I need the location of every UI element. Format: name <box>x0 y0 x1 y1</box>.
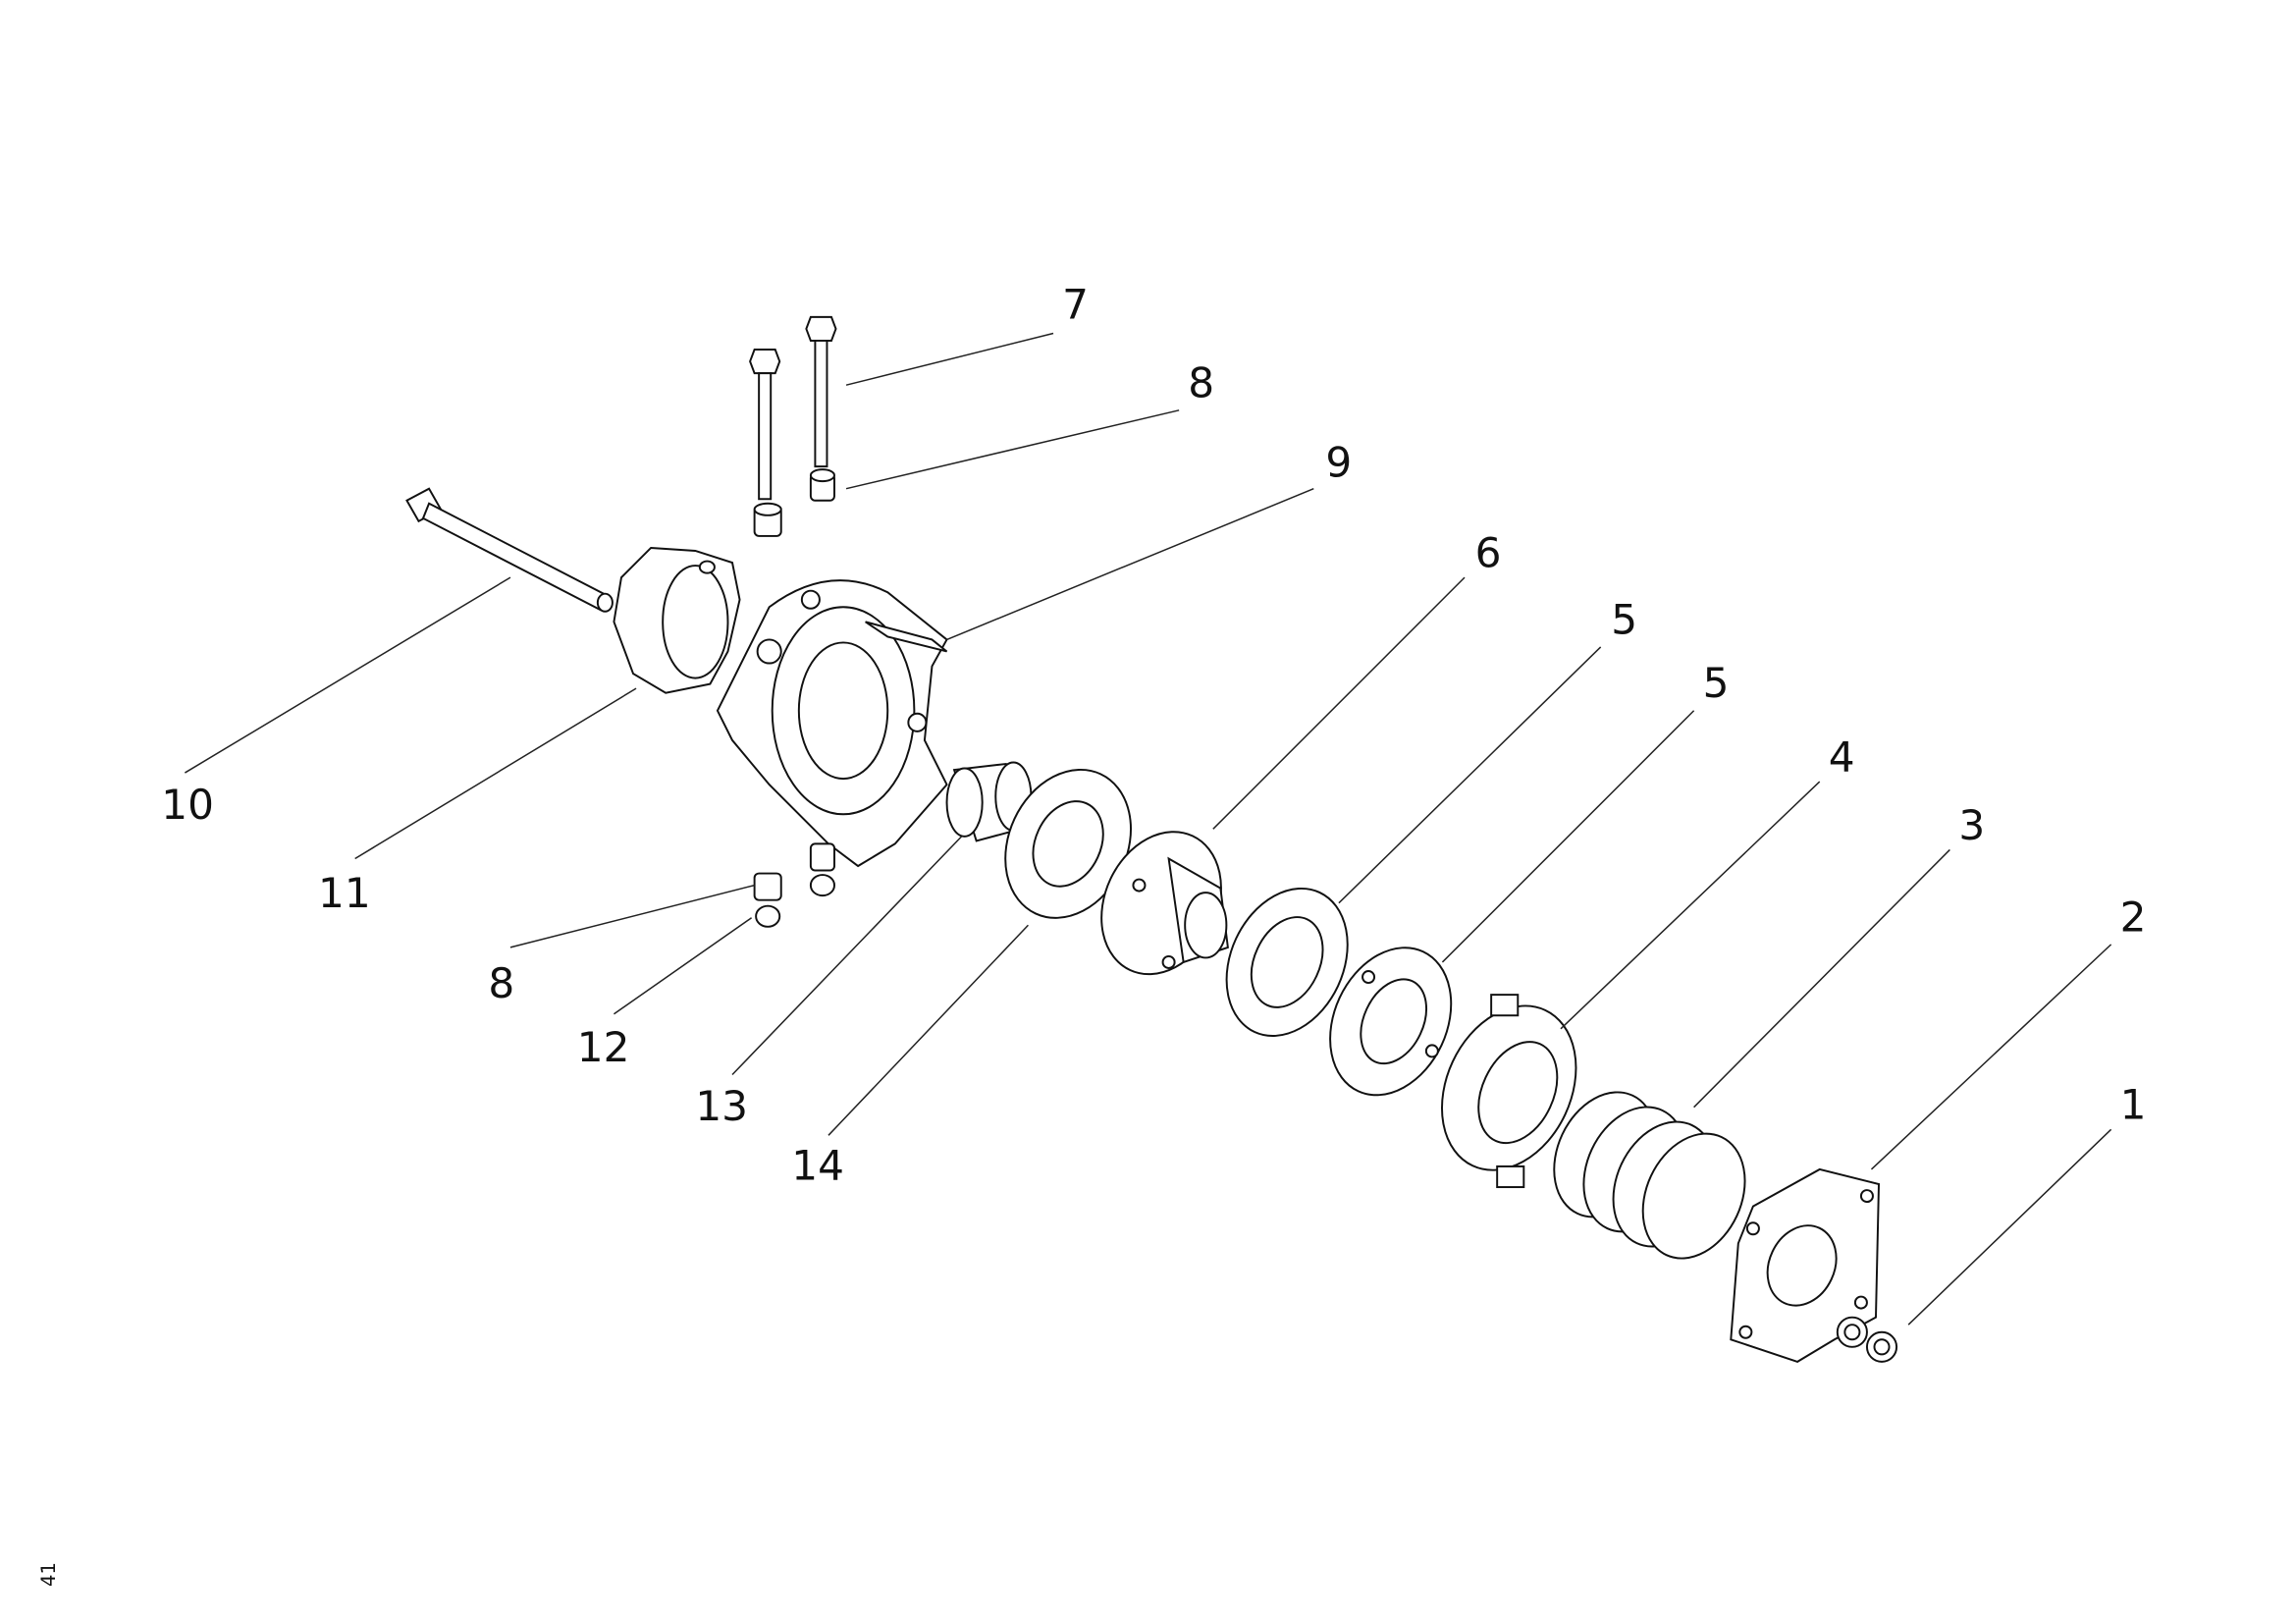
callout-1: 1 <box>2120 1081 2147 1129</box>
hub-flange-6 <box>1100 831 1229 976</box>
callout-8-bottom: 8 <box>488 959 514 1007</box>
page-number: 41 <box>37 1562 60 1587</box>
callout-14: 14 <box>791 1142 844 1190</box>
friction-disc-5a <box>1225 887 1349 1037</box>
clutch-housing-9 <box>716 579 948 868</box>
callout-6: 6 <box>1475 529 1502 577</box>
callout-4: 4 <box>1829 733 1855 782</box>
bolt-7 <box>805 315 837 468</box>
callout-12: 12 <box>577 1023 630 1071</box>
callout-8-top: 8 <box>1188 358 1214 406</box>
nut-1 <box>1836 1316 1898 1363</box>
callout-5a: 5 <box>1611 595 1637 643</box>
friction-disc-5b <box>1329 947 1453 1097</box>
callout-7: 7 <box>1062 280 1089 328</box>
spacer-8-top <box>753 468 835 537</box>
mounting-plate-2 <box>1730 1167 1880 1363</box>
callout-2: 2 <box>2120 893 2147 941</box>
callout-9: 9 <box>1325 439 1352 487</box>
bolt-7b <box>749 349 781 501</box>
callout-13: 13 <box>695 1082 748 1130</box>
bolt-10 <box>405 487 614 613</box>
callout-3: 3 <box>1958 801 1985 849</box>
washer-14 <box>1004 768 1132 919</box>
callout-5b: 5 <box>1703 659 1730 707</box>
spacer-nut-8-12 <box>753 842 835 928</box>
spring-3 <box>1553 1091 1746 1260</box>
pressure-plate-4 <box>1441 994 1577 1189</box>
coupling-star-11 <box>613 546 741 694</box>
callout-10: 10 <box>161 781 214 829</box>
leader-lines <box>184 332 2112 1326</box>
callout-11: 11 <box>318 869 371 917</box>
